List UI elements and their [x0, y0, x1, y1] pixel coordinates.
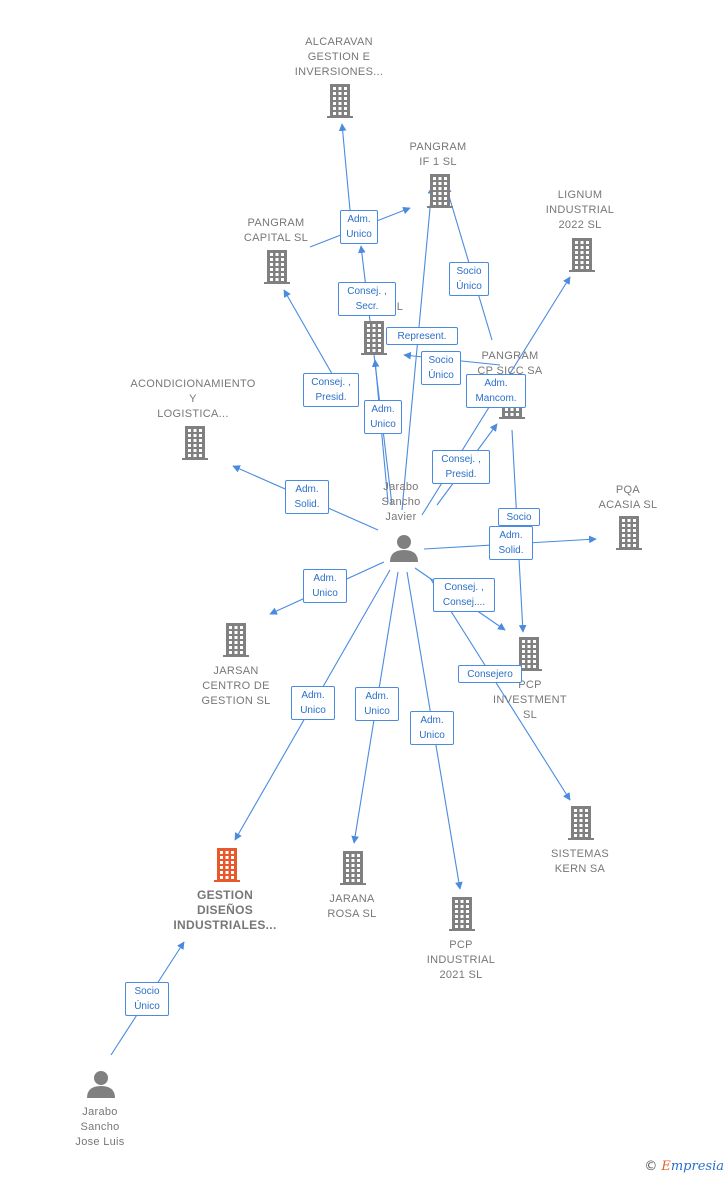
brand-name: mpresia	[670, 1159, 724, 1174]
building-icon[interactable]	[327, 84, 353, 118]
building-icon[interactable]	[516, 637, 542, 671]
edge-label[interactable]: Socio Único	[449, 262, 489, 296]
edge-label[interactable]: Adm. Unico	[340, 210, 378, 244]
building-icon[interactable]	[569, 238, 595, 272]
edge-label[interactable]: Represent.	[386, 327, 458, 345]
node-label-jarana[interactable]: JARANA ROSA SL	[327, 893, 377, 920]
edge-label[interactable]: Consej. , Presid.	[432, 450, 490, 484]
node-label-pangram-if1[interactable]: PANGRAM IF 1 SL	[409, 141, 467, 168]
building-icon[interactable]	[264, 250, 290, 284]
empresia-logo[interactable]: ©Empresia	[644, 1159, 724, 1174]
edge-label[interactable]: Adm. Unico	[364, 400, 402, 434]
building-icon[interactable]	[616, 516, 642, 550]
brand-initial: E	[661, 1159, 671, 1174]
edge-label[interactable]: Adm. Unico	[291, 686, 335, 720]
node-label-pqa[interactable]: PQA ACASIA SL	[598, 484, 658, 511]
edge-label[interactable]: Consej. , Secr.	[338, 282, 396, 316]
node-label-lignum[interactable]: LIGNUM INDUSTRIAL 2022 SL	[545, 189, 615, 231]
edge-label[interactable]: Adm. Unico	[303, 569, 347, 603]
edge-line	[401, 186, 436, 511]
node-label-jarsan[interactable]: JARSAN CENTRO DE GESTION SL	[201, 665, 271, 707]
node-label-pangram-capital[interactable]: PANGRAM CAPITAL SL	[243, 217, 309, 244]
building-icon[interactable]	[568, 806, 594, 840]
edge-label[interactable]: Consej. , Presid.	[303, 373, 359, 407]
node-label-sistemas[interactable]: SISTEMAS KERN SA	[550, 848, 610, 875]
person-icon[interactable]	[390, 535, 418, 562]
node-label-acondicionamiento[interactable]: ACONDICIONAMIENTO Y LOGISTICA...	[130, 378, 256, 420]
edge-label[interactable]: Consejero	[458, 665, 522, 683]
copyright-symbol: ©	[644, 1159, 658, 1174]
node-label-center-co[interactable]: L	[396, 301, 404, 313]
edge-label[interactable]: Socio Único	[421, 351, 461, 385]
edge-label[interactable]: Socio Único	[125, 982, 169, 1016]
building-icon[interactable]	[340, 851, 366, 885]
edge-label[interactable]: Socio	[498, 508, 540, 526]
edge-label[interactable]: Adm. Solid.	[285, 480, 329, 514]
edge-label[interactable]: Adm. Solid.	[489, 526, 533, 560]
building-icon[interactable]	[361, 321, 387, 355]
edge-line	[429, 577, 571, 801]
edge-label[interactable]: Consej. , Consej....	[433, 578, 495, 612]
node-label-joseluis[interactable]: Jarabo Sancho Jose Luis	[75, 1106, 125, 1148]
node-label-gestion[interactable]: GESTION DISEÑOS INDUSTRIALES...	[173, 888, 277, 932]
building-icon[interactable]	[449, 897, 475, 931]
node-label-pcp-industrial[interactable]: PCP INDUSTRIAL 2021 SL	[426, 939, 496, 981]
edge-label[interactable]: Adm. Unico	[355, 687, 399, 721]
building-icon[interactable]	[223, 623, 249, 657]
building-icon[interactable]	[427, 174, 453, 208]
edge-label[interactable]: Adm. Unico	[410, 711, 454, 745]
node-label-pcp-investment[interactable]: PCP INVESTMENT SL	[493, 679, 567, 721]
person-icon[interactable]	[87, 1071, 115, 1098]
edge-line	[338, 123, 351, 211]
building-icon[interactable]	[182, 426, 208, 460]
node-label-alcaravan[interactable]: ALCARAVAN GESTION E INVERSIONES...	[294, 36, 384, 78]
node-label-javier[interactable]: Jarabo Sancho Javier	[381, 481, 421, 523]
building-icon-highlighted[interactable]	[214, 848, 240, 882]
edge-label[interactable]: Adm. Mancom.	[466, 374, 526, 408]
